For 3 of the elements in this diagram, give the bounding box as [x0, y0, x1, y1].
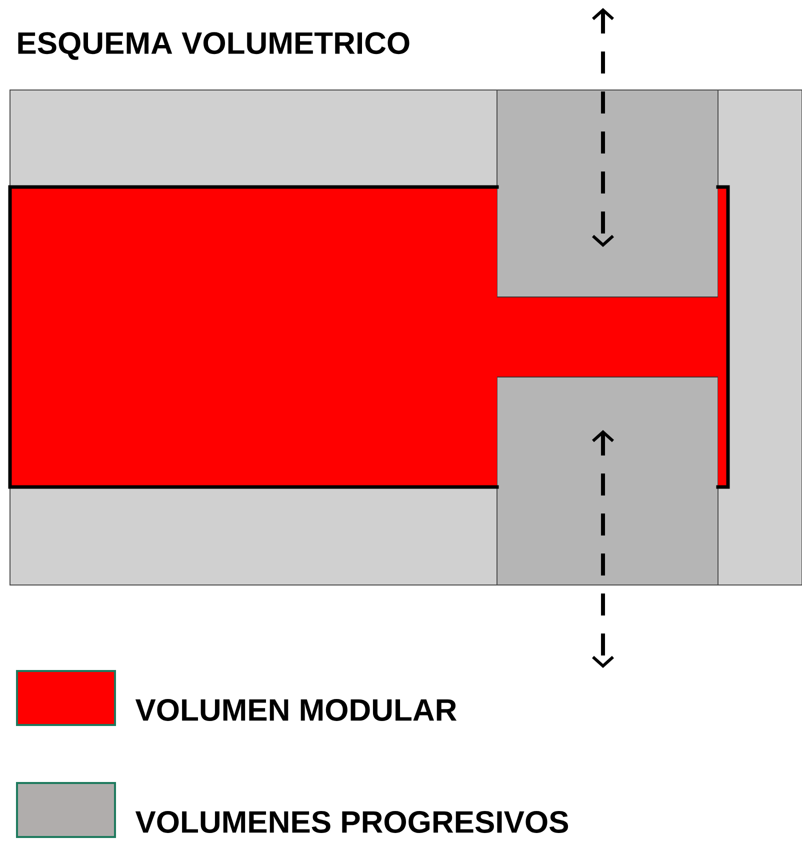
legend-label: VOLUMEN MODULAR	[135, 699, 457, 721]
legend-label: VOLUMENES PROGRESIVOS	[135, 811, 568, 833]
title: ESQUEMA VOLUMETRICO	[18, 32, 410, 60]
